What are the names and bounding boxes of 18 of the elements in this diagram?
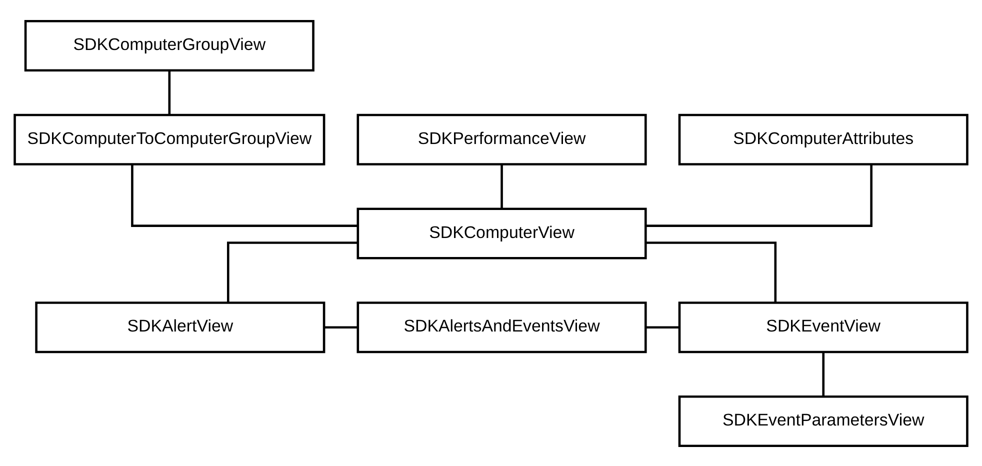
connector [646, 241, 777, 302]
connector [131, 164, 358, 226]
connector [168, 70, 171, 114]
connector [822, 352, 825, 396]
node-box: SDKComputerGroupView [24, 20, 314, 72]
node-box: SDKComputerToComputerGroupView [14, 113, 326, 165]
node-box: SDKAlertsAndEventsView [356, 301, 647, 353]
node-box: SDKPerformanceView [356, 113, 647, 165]
node-box: SDKComputerAttributes [678, 113, 968, 165]
connector [500, 164, 503, 208]
connector [226, 241, 358, 302]
node-box: SDKEventParametersView [678, 394, 968, 446]
node-box: SDKAlertView [35, 301, 326, 353]
node-box: SDKEventView [678, 301, 968, 353]
connector [324, 326, 358, 328]
connector [646, 326, 680, 328]
connector [646, 164, 872, 226]
node-box: SDKComputerView [356, 207, 647, 259]
